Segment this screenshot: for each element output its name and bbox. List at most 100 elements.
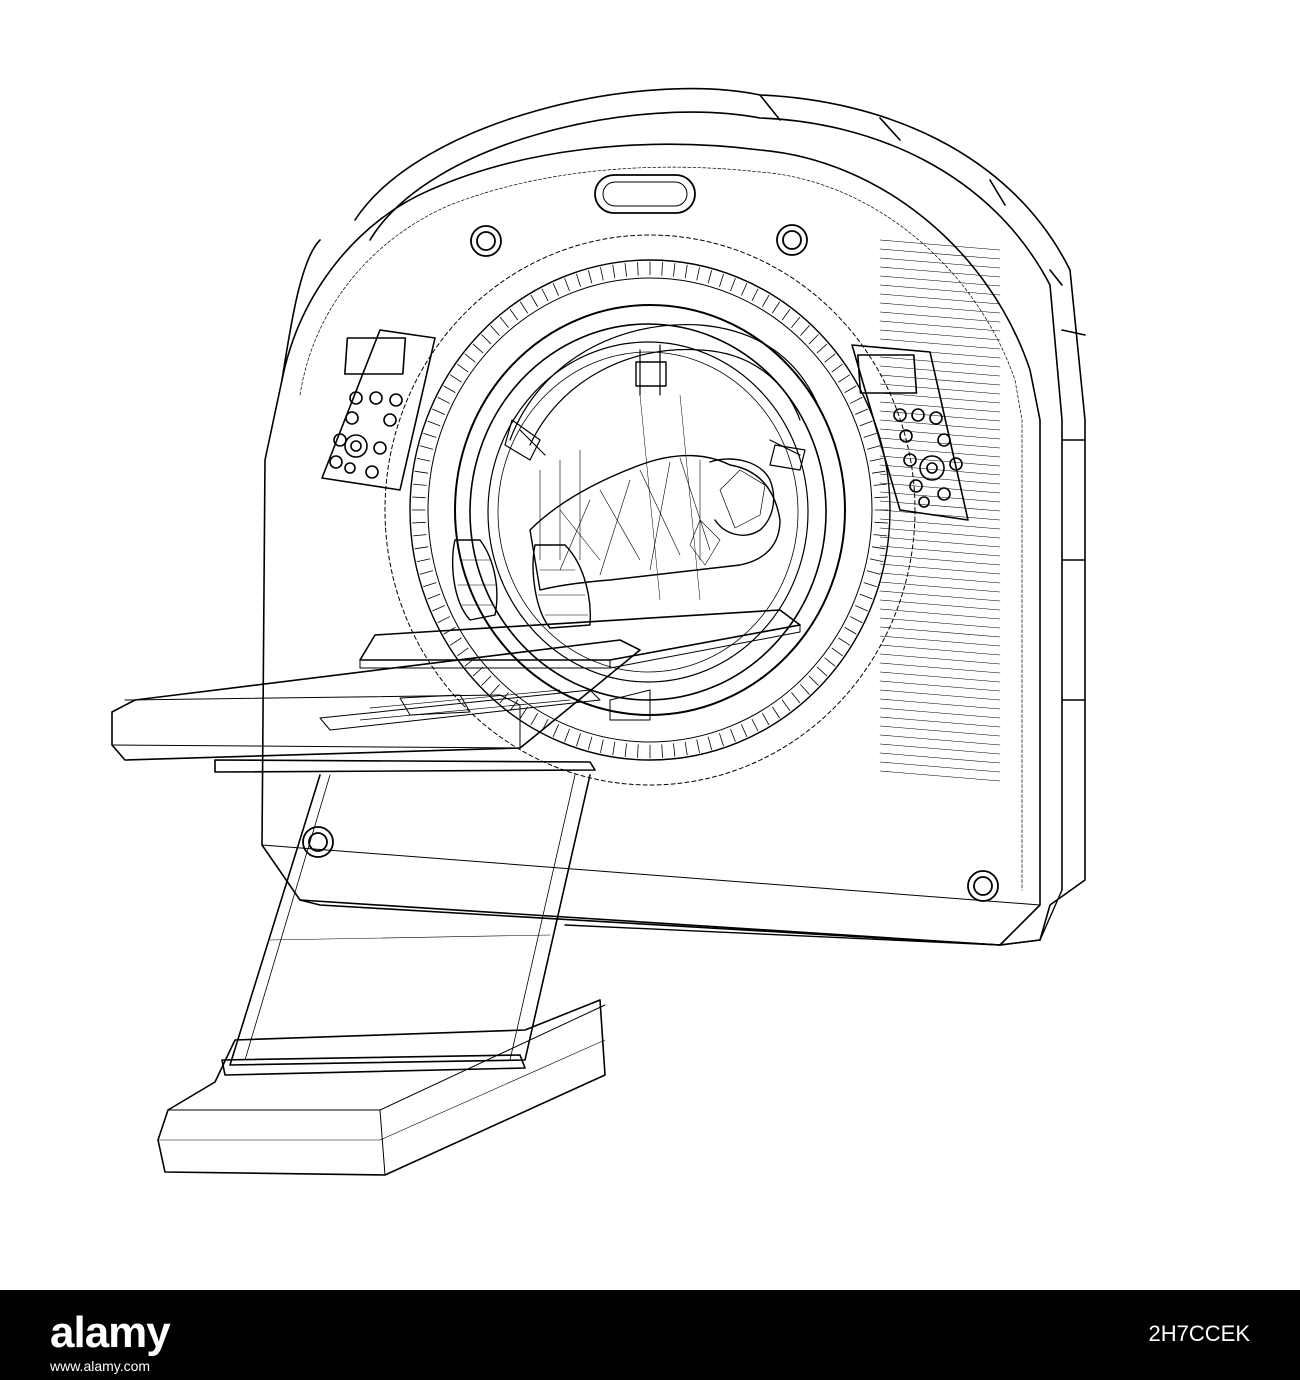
- bore-tick: [588, 736, 593, 750]
- bore-tick: [437, 396, 450, 404]
- patient-tray: [359, 609, 801, 669]
- bore-tick: [414, 546, 429, 550]
- coil-hatch-line: [879, 347, 1001, 359]
- patient-figure: [451, 454, 781, 629]
- bore-tick: [427, 593, 441, 600]
- coil-hatch-line: [879, 338, 1001, 350]
- coil-hatch-line: [879, 473, 1001, 485]
- bore-tick: [850, 396, 863, 404]
- bore-tick: [673, 262, 676, 277]
- coil-hatch-line: [879, 671, 1001, 683]
- coil-hatch-line: [879, 275, 1001, 287]
- coil-hatch-line: [879, 653, 1001, 665]
- bore-tick: [871, 546, 886, 550]
- right-control-panel: [851, 344, 969, 521]
- coil-hatch-line: [879, 410, 1001, 422]
- bore-tick: [751, 719, 759, 732]
- bore-tick: [800, 684, 810, 695]
- coil-hatch-line: [879, 590, 1001, 602]
- bore-tick: [423, 432, 437, 438]
- bore-tick: [624, 743, 627, 757]
- bore-tick: [719, 733, 724, 747]
- bore-tick: [499, 316, 509, 328]
- bore-tick: [871, 470, 886, 474]
- bore-tick: [564, 729, 570, 742]
- bore-tick: [781, 699, 791, 711]
- bore-tick: [443, 385, 456, 393]
- bore-tick: [791, 692, 801, 704]
- bore-tick: [838, 374, 850, 383]
- coil-hatch-line: [879, 257, 1001, 269]
- bore-tick: [730, 278, 736, 292]
- bore-tick: [730, 729, 736, 742]
- bore-tick: [772, 706, 780, 719]
- coil-hatch-line: [879, 392, 1001, 404]
- top-handle: [594, 174, 696, 214]
- bore-tick: [541, 288, 549, 302]
- bore-tick: [863, 432, 877, 438]
- bore-tick: [588, 270, 593, 284]
- bore-tick: [855, 605, 868, 612]
- coil-hatch-line: [879, 518, 1001, 530]
- bore-tick: [719, 273, 724, 287]
- left-control-panel: [321, 329, 436, 491]
- bore-tick: [612, 741, 616, 756]
- bore-tick: [772, 301, 780, 314]
- bore-tick: [464, 353, 476, 363]
- bore-tick: [432, 605, 445, 612]
- coil-hatch-line: [879, 608, 1001, 620]
- bore-tick: [416, 558, 431, 562]
- coil-hatch-line: [879, 464, 1001, 476]
- bore-tick: [624, 262, 627, 277]
- coil-hatch-line: [879, 509, 1001, 521]
- coil-hatch-line: [879, 311, 1001, 323]
- coil-hatch-line: [879, 239, 1001, 251]
- coil-hatch-line: [879, 428, 1001, 440]
- bore-tick: [472, 666, 484, 677]
- coil-hatching: [879, 239, 1001, 782]
- bore-tick: [490, 684, 500, 695]
- coil-hatch-line: [879, 761, 1001, 773]
- coil-hatch-line: [879, 743, 1001, 755]
- bore-tick: [530, 294, 538, 307]
- bore-tick: [576, 733, 581, 747]
- coil-hatch-line: [879, 320, 1001, 332]
- bore-tick: [661, 261, 663, 276]
- coil-hatch-line: [879, 617, 1001, 629]
- coil-hatch-line: [879, 329, 1001, 341]
- bore-tick: [481, 675, 492, 686]
- bore-tick: [564, 278, 570, 292]
- coil-hatch-line: [879, 716, 1001, 728]
- coil-hatch-line: [879, 725, 1001, 737]
- bore-tick: [600, 266, 604, 281]
- bore-tick: [781, 308, 791, 321]
- bore-tick: [637, 261, 639, 276]
- bore-tick: [684, 264, 688, 279]
- bore-tick: [472, 343, 484, 354]
- bore-tick: [866, 445, 881, 450]
- bore-ticks: [411, 261, 889, 759]
- bore-tick: [673, 743, 676, 757]
- scanner-bore: [384, 234, 916, 786]
- bore-tick: [481, 334, 492, 345]
- bore-tick: [411, 496, 426, 499]
- bore-tick: [859, 420, 873, 427]
- inner-tunnel: [504, 323, 821, 601]
- bore-tick: [866, 570, 881, 575]
- bore-tick: [490, 325, 500, 336]
- coil-hatch-line: [879, 446, 1001, 458]
- bore-tick: [520, 301, 528, 314]
- bore-tick: [831, 363, 843, 373]
- coil-hatch-line: [879, 491, 1001, 503]
- bore-tick: [520, 706, 528, 719]
- bore-tick: [419, 570, 434, 575]
- coil-hatch-line: [879, 536, 1001, 548]
- bore-tick: [762, 713, 770, 726]
- bore-tick: [873, 534, 888, 537]
- coil-hatch-line: [879, 527, 1001, 539]
- bore-tick: [741, 724, 748, 737]
- bore-tick: [552, 724, 559, 737]
- coil-hatch-line: [879, 293, 1001, 305]
- coil-hatch-line: [879, 437, 1001, 449]
- coil-hatch-line: [879, 689, 1001, 701]
